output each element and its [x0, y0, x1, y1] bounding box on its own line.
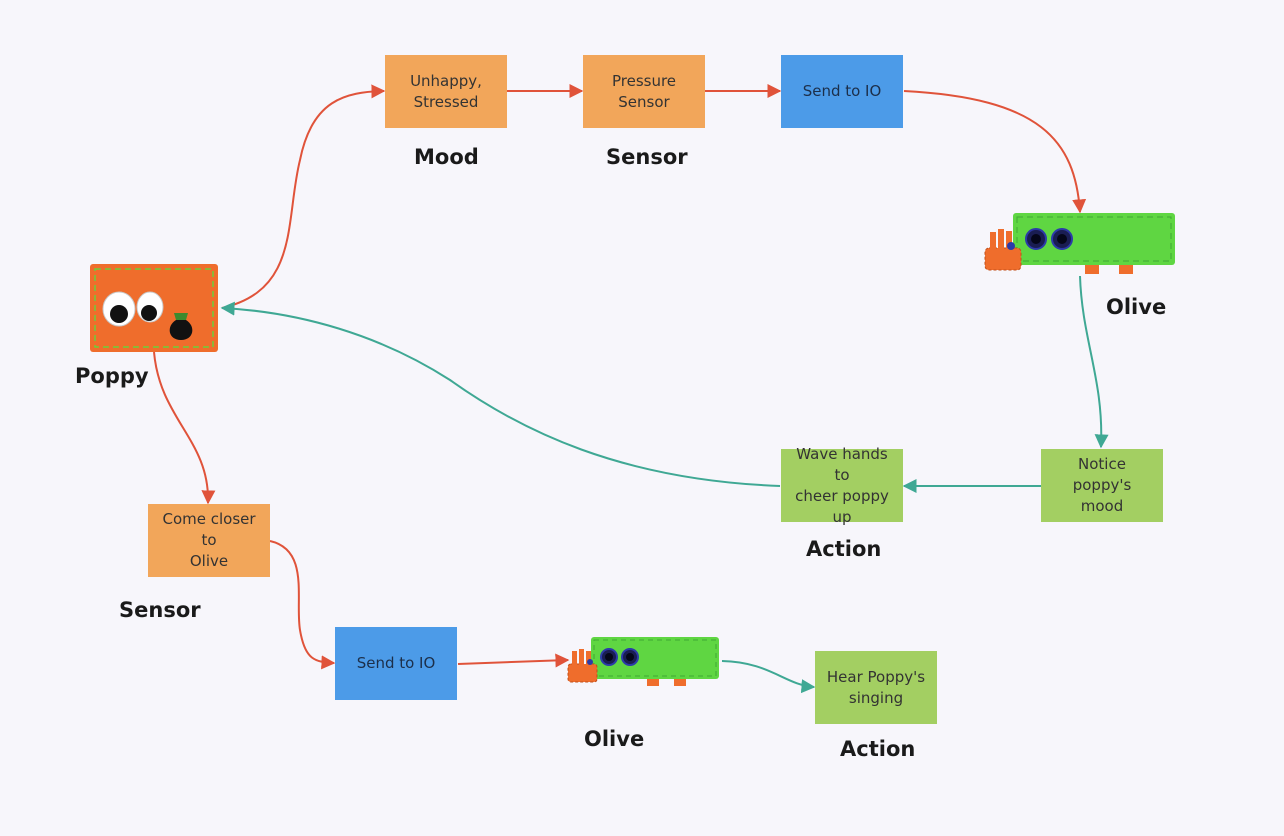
arrow-io-to-olive-bottom: [457, 653, 570, 668]
hear-singing-box: Hear Poppy's singing: [815, 651, 937, 724]
sensor-label-bottom: Sensor: [119, 598, 201, 622]
arrow-wave-to-poppy: [220, 301, 781, 487]
come-closer-box: Come closer to Olive: [148, 504, 270, 577]
arrow-olive-to-hear: [721, 660, 816, 694]
arrow-come-closer-to-io: [269, 540, 336, 670]
mood-box: Unhappy, Stressed: [385, 55, 507, 128]
action-label-middle: Action: [806, 537, 882, 561]
olive-label-top: Olive: [1106, 295, 1167, 319]
olive-robot-icon: [984, 213, 1175, 274]
send-to-io-box-bottom: Send to IO: [335, 627, 457, 700]
arrow-olive-to-notice: [1079, 275, 1109, 449]
send-to-io-box-top: Send to IO: [781, 55, 903, 128]
poppy-robot-icon: [90, 264, 218, 352]
pressure-sensor-box: Pressure Sensor: [583, 55, 705, 128]
wave-hands-box: Wave hands to cheer poppy up: [781, 445, 903, 526]
olive-robot-icon-bottom: [567, 637, 719, 686]
olive-hand-icon-bottom: [567, 649, 598, 683]
arrow-poppy-to-come-closer: [153, 351, 216, 505]
arrow-io-to-olive: [903, 90, 1087, 214]
olive-label-bottom: Olive: [584, 727, 645, 751]
action-label-bottom: Action: [840, 737, 916, 761]
mood-label: Mood: [414, 145, 479, 169]
poppy-label: Poppy: [75, 364, 149, 388]
olive-hand-icon: [984, 229, 1022, 271]
notice-mood-box: Notice poppy's mood: [1041, 449, 1163, 522]
sensor-label-top: Sensor: [606, 145, 688, 169]
arrow-poppy-to-mood: [221, 84, 386, 309]
